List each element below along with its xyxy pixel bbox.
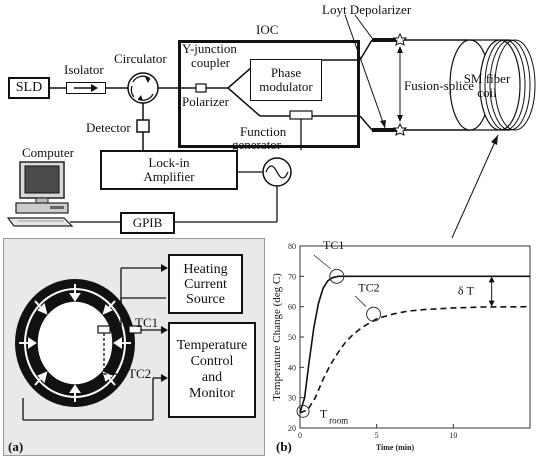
tc2-marker-circle	[366, 306, 382, 322]
y-tick-label: 80	[288, 242, 296, 251]
fiber-coil-label-2: coil	[477, 85, 497, 100]
plot-frame	[299, 245, 531, 429]
t-room-marker-circle	[296, 404, 310, 418]
detector-label: Detector	[86, 120, 131, 135]
temp-label-3: and	[201, 370, 223, 385]
function-generator-label-1: Function	[240, 124, 287, 139]
tc2-pointer	[354, 295, 367, 307]
series-line-tc2	[299, 305, 531, 414]
x-tick-label: 0	[298, 431, 302, 440]
x-axis-label: Time (min)	[376, 443, 415, 452]
lockin-amplifier-box: Lock-in Amplifier	[100, 150, 238, 190]
temp-label-1: Temperature	[176, 338, 248, 353]
function-generator-label-2: generator	[232, 137, 282, 152]
temp-label-2: Control	[190, 354, 234, 369]
tc1-label: TC1	[135, 315, 159, 330]
tc2-annotation: TC2	[358, 281, 379, 295]
phase-modulator-box: Phase modulator	[250, 59, 322, 101]
x-tick-label: 5	[375, 431, 379, 440]
y-tick-label: 40	[288, 363, 296, 372]
lockin-label-1: Lock-in	[148, 155, 190, 170]
y-tick-label: 50	[288, 333, 296, 342]
heater-ring-diagram	[15, 264, 168, 421]
gpib-box: GPIB	[120, 212, 175, 234]
temperature-control-box: Temperature Control and Monitor	[168, 322, 256, 418]
ioc-box	[178, 40, 360, 148]
heating-label-3: Source	[186, 291, 225, 307]
lockin-label-2: Amplifier	[143, 169, 195, 184]
fiber-coil-label: SM fiber coil	[462, 72, 512, 100]
computer-label: Computer	[22, 145, 74, 160]
y-axis-label: Temperature Change (deg C)	[271, 273, 283, 401]
y-junction-label-2: coupler	[191, 55, 230, 70]
fusion-splice-star-bottom	[392, 122, 408, 136]
tc1-pointer	[313, 254, 331, 270]
computer-icon	[6, 161, 74, 227]
fusion-splice-star-top	[392, 32, 408, 46]
sld-box: SLD	[8, 77, 50, 99]
temp-label-4: Monitor	[189, 386, 235, 401]
gpib-label: GPIB	[132, 215, 163, 230]
loyt-depolarizer-label: Loyt Depolarizer	[322, 2, 412, 17]
series-line-tc1	[299, 275, 530, 414]
x-tick-label: 10	[449, 431, 457, 440]
heating-label-1: Heating	[183, 261, 228, 277]
y-tick-label: 60	[288, 303, 296, 312]
polarizer-label: Polarizer	[182, 94, 229, 109]
tc2-label: TC2	[128, 366, 152, 381]
heating-current-source-box: Heating Current Source	[168, 254, 243, 314]
heating-label-2: Current	[184, 276, 227, 292]
isolator-label: Isolator	[64, 62, 104, 77]
isolator-box	[66, 82, 106, 94]
t-room-annotation: T	[320, 406, 328, 420]
tc1-marker-circle	[329, 268, 345, 284]
y-tick-label: 30	[288, 394, 296, 403]
delta-t-arrow-head-top	[488, 276, 495, 283]
panel-b-tag: (b)	[276, 439, 292, 454]
t-room-subscript: room	[329, 415, 348, 425]
circulator-label: Circulator	[114, 51, 167, 66]
y-tick-label: 70	[288, 272, 296, 281]
sld-label: SLD	[15, 80, 43, 95]
tc1-annotation: TC1	[323, 238, 344, 252]
fiber-coil-label-1: SM fiber	[463, 71, 511, 86]
delta-t-annotation: δ T	[458, 284, 475, 298]
fusion-splice-label: Fusion-splice	[404, 78, 475, 93]
y-tick-label: 20	[288, 424, 296, 433]
y-junction-label-1: Y-junction	[182, 41, 237, 56]
phase-modulator-label-2: modulator	[259, 79, 313, 94]
delta-t-arrow-head-bottom	[488, 300, 495, 307]
panel-a-tag: (a)	[8, 439, 24, 454]
ioc-label: IOC	[256, 22, 279, 37]
phase-modulator-label-1: Phase	[270, 65, 302, 80]
